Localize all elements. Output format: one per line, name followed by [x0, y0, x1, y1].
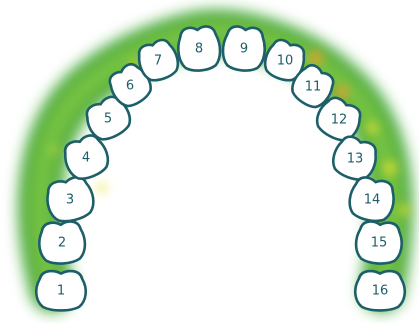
tooth-13[interactable]: 13: [328, 133, 381, 184]
tooth-9[interactable]: 9: [221, 25, 266, 72]
tooth-7[interactable]: 7: [134, 37, 182, 85]
tooth-outline: [353, 269, 407, 312]
tooth-outline: [63, 134, 110, 180]
tooth-outline: [46, 175, 95, 223]
tooth-number: 15: [371, 236, 388, 251]
tooth-outline: [38, 220, 87, 265]
tooth-number: 8: [195, 42, 203, 57]
tooth-outline: [354, 220, 403, 265]
tooth-number: 6: [126, 79, 134, 94]
tooth-outline: [332, 135, 377, 181]
tooth-8[interactable]: 8: [176, 25, 222, 72]
tooth-number: 2: [58, 236, 66, 251]
tooth-number: 1: [57, 284, 65, 299]
tooth-1[interactable]: 1: [34, 269, 88, 312]
tooth-outline: [34, 269, 88, 312]
tooth-number: 10: [277, 54, 294, 69]
tooth-outline: [177, 25, 222, 72]
tooth-4[interactable]: 4: [60, 132, 113, 184]
tooth-5[interactable]: 5: [81, 92, 135, 145]
tooth-outline: [348, 176, 395, 223]
tooth-3[interactable]: 3: [43, 174, 97, 225]
tooth-16[interactable]: 16: [353, 269, 407, 312]
tooth-number: 14: [364, 193, 381, 208]
tooth-outline: [85, 95, 132, 141]
tooth-number: 12: [331, 113, 348, 128]
tooth-number: 13: [347, 152, 364, 167]
tooth-14[interactable]: 14: [346, 175, 397, 225]
tooth-outline: [221, 25, 266, 72]
tooth-outline: [315, 96, 362, 142]
tooth-number: 16: [372, 284, 389, 299]
tooth-15[interactable]: 15: [354, 220, 403, 265]
tooth-number: 9: [240, 42, 248, 57]
tooth-number: 5: [104, 112, 112, 127]
tooth-number: 11: [305, 80, 322, 95]
tooth-number: 7: [154, 54, 162, 69]
tooth-number: 3: [66, 193, 74, 208]
tooth-number: 4: [82, 151, 90, 166]
tooth-outline: [137, 38, 180, 82]
tooth-outline: [291, 64, 335, 109]
tooth-2[interactable]: 2: [38, 220, 87, 265]
tooth-12[interactable]: 12: [312, 93, 366, 146]
tooth-11[interactable]: 11: [287, 61, 339, 113]
